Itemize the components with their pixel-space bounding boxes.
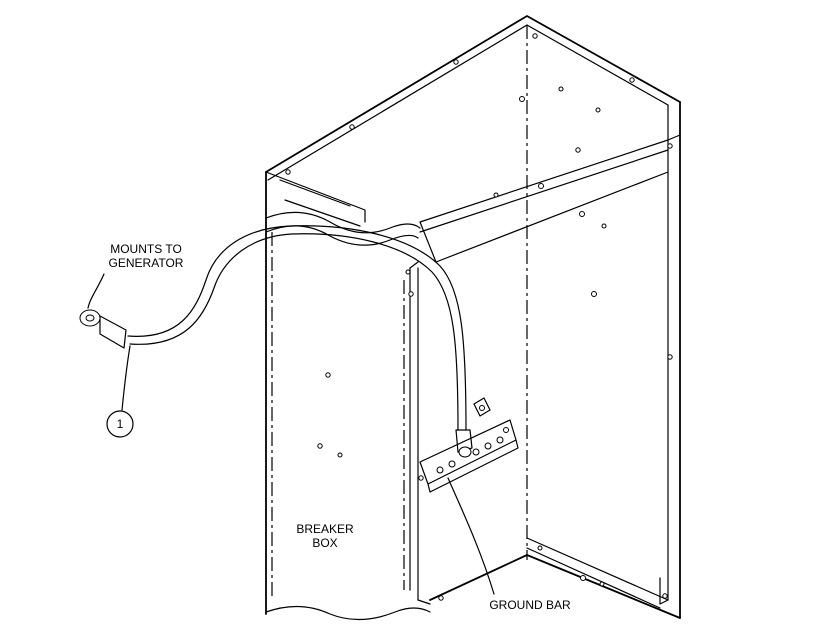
mounts-label-line1: MOUNTS TO xyxy=(110,242,182,256)
breaker-label-line2: BOX xyxy=(312,536,338,550)
callout-number: 1 xyxy=(116,417,124,431)
breaker-label-line1: BREAKER xyxy=(296,522,354,536)
mounting-holes xyxy=(285,33,673,601)
ground-bar xyxy=(419,397,519,493)
ground-bar-label: GROUND BAR xyxy=(489,598,571,612)
callout-circle xyxy=(106,410,134,438)
breaker-box-front-panel xyxy=(265,171,431,621)
mounts-to-generator-label: MOUNTS TO GENERATOR xyxy=(96,242,196,270)
ground-cable xyxy=(79,225,473,458)
cabinet-right-panel xyxy=(265,15,681,619)
mounts-label-line2: GENERATOR xyxy=(108,256,184,270)
breaker-box-label: BREAKER BOX xyxy=(280,522,370,550)
leader-lines xyxy=(87,273,495,595)
